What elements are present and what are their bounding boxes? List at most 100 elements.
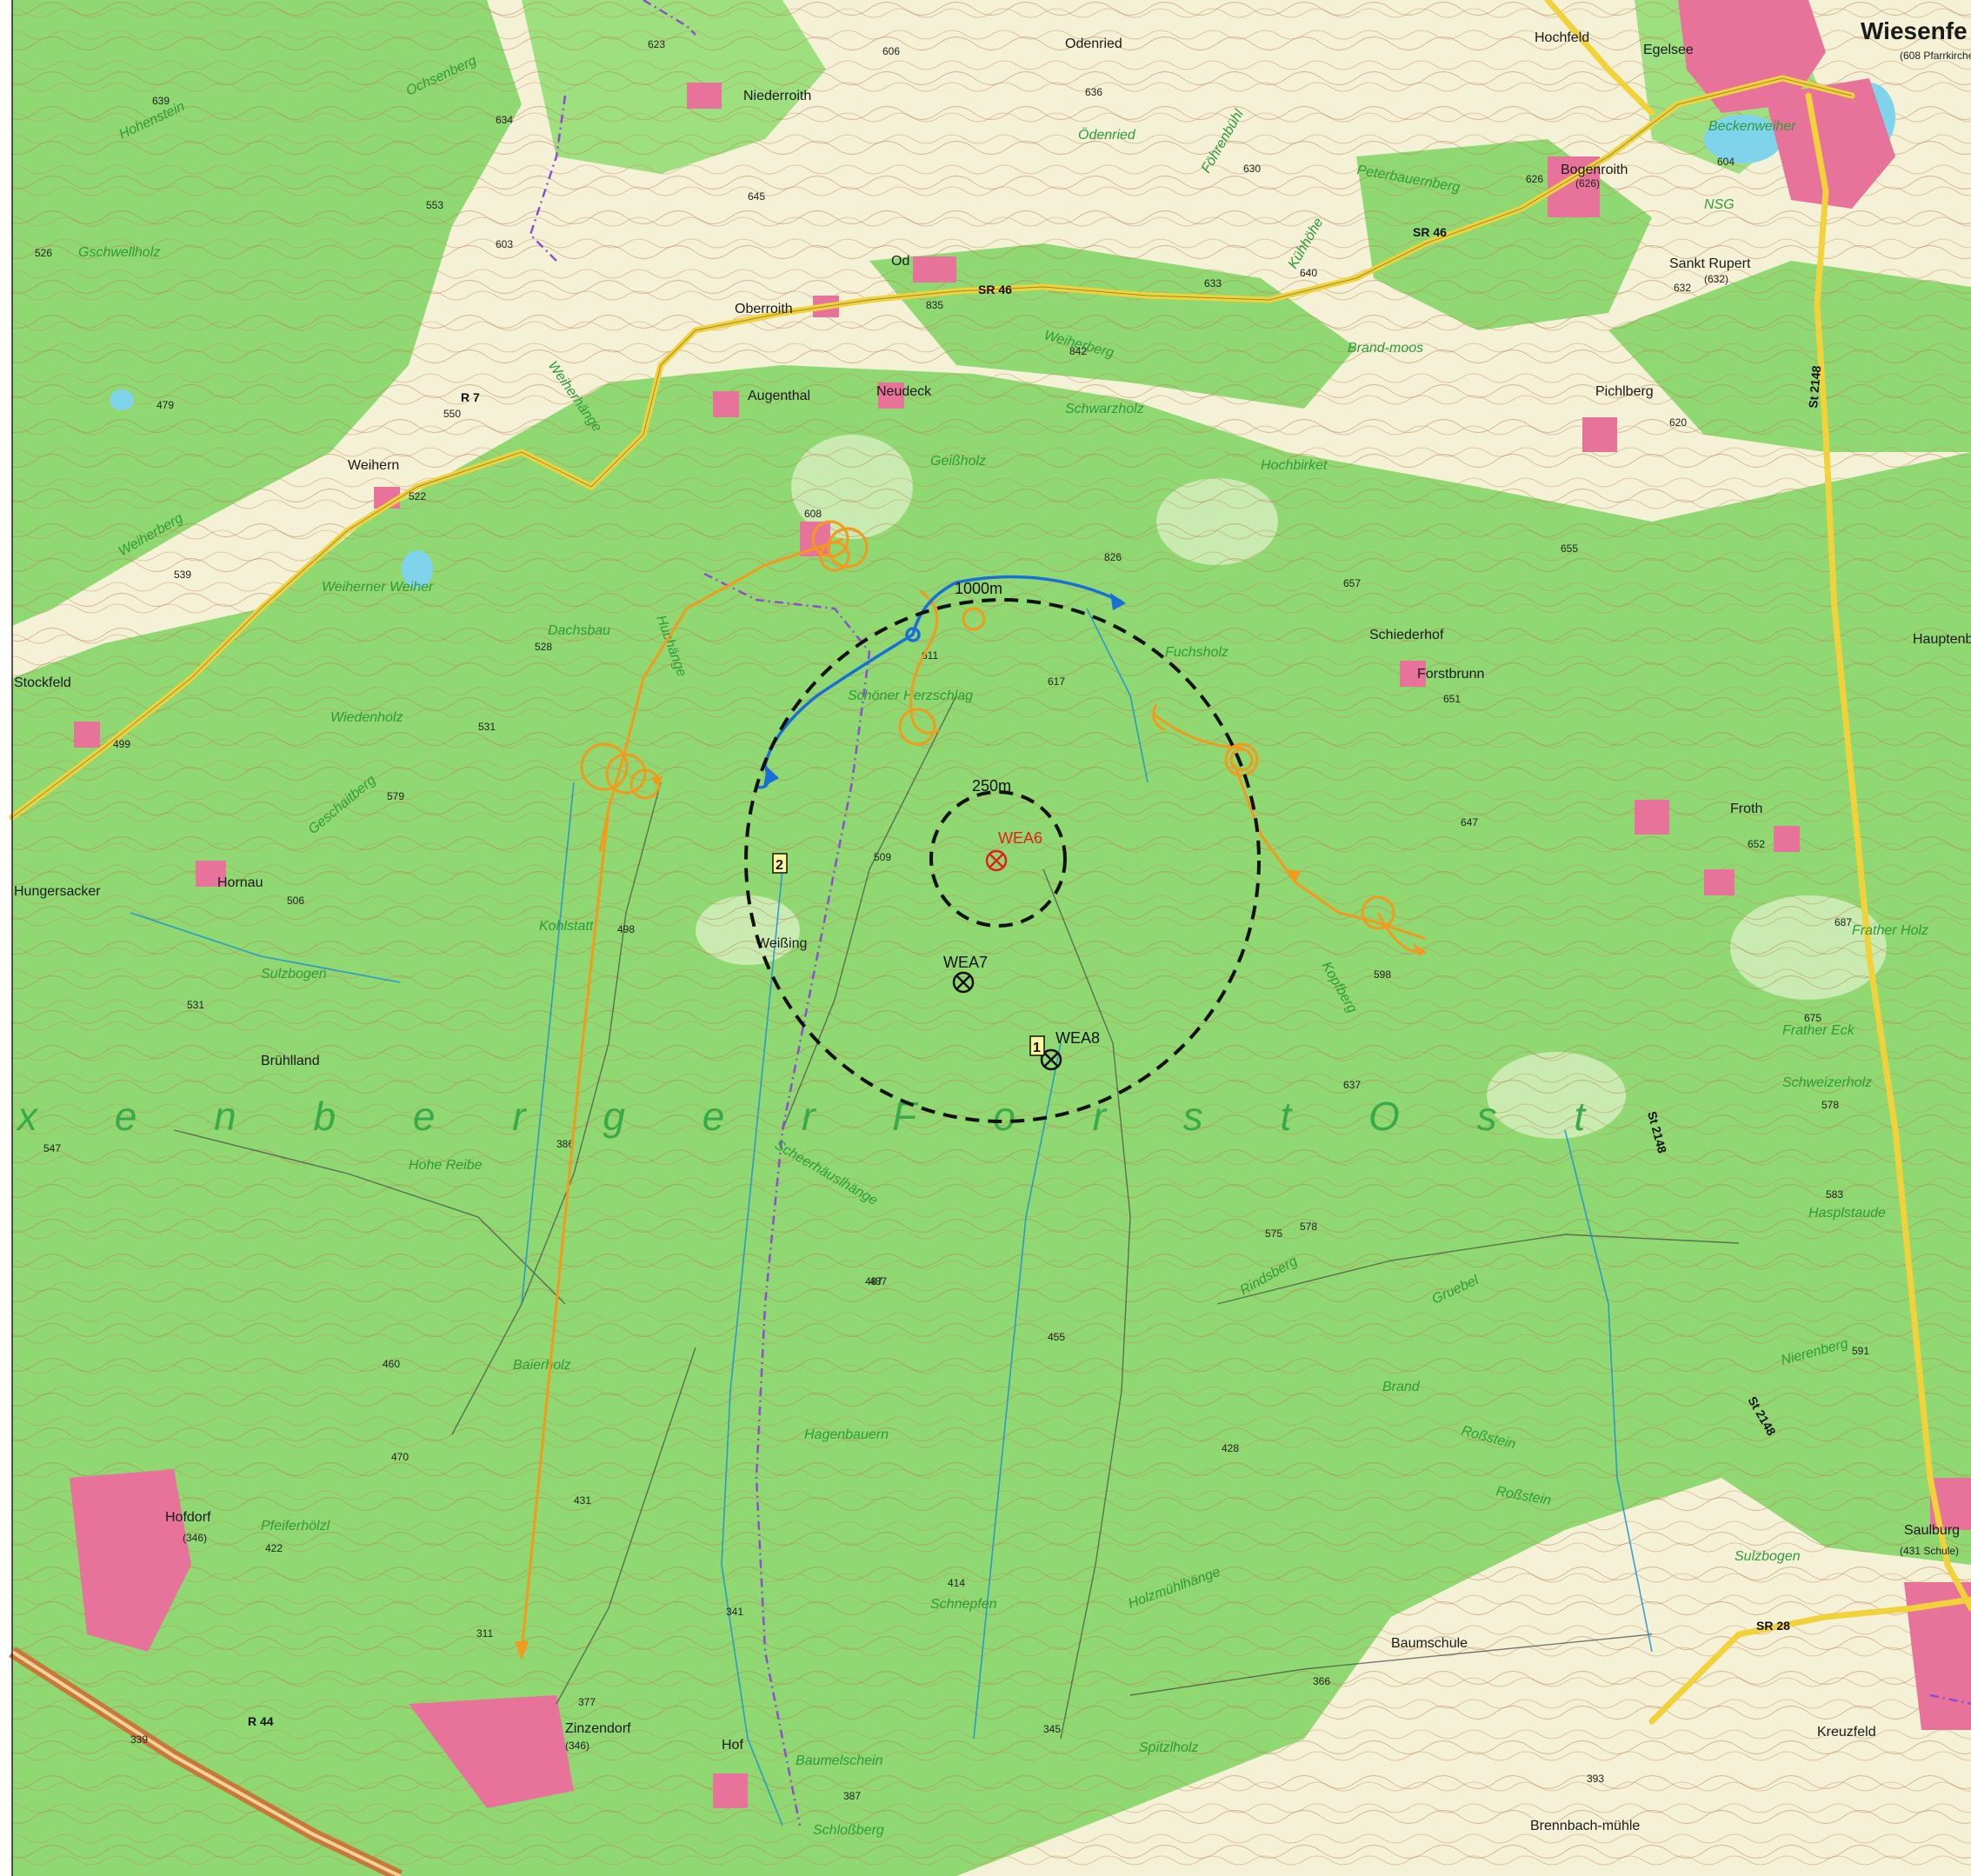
svg-text:655: 655 — [1561, 542, 1578, 555]
svg-text:Hasplstaude: Hasplstaude — [1808, 1206, 1886, 1221]
svg-text:842: 842 — [1069, 345, 1087, 357]
svg-text:633: 633 — [1204, 277, 1222, 289]
place-label: Augenthal — [748, 389, 810, 403]
svg-text:652: 652 — [1748, 838, 1765, 850]
svg-text:366: 366 — [1313, 1675, 1330, 1687]
place-label: Hochfeld — [1535, 30, 1589, 45]
boundary-line — [529, 0, 1971, 1826]
svg-text:Spitzlholz: Spitzlholz — [1139, 1740, 1198, 1755]
place-label: Od — [891, 254, 909, 269]
svg-text:387: 387 — [843, 1790, 861, 1802]
svg-text:647: 647 — [1461, 816, 1478, 828]
place-label: Bogenroith — [1561, 163, 1628, 177]
svg-text:583: 583 — [1826, 1188, 1843, 1201]
svg-text:608: 608 — [804, 508, 822, 520]
place-label: Hauptenberg — [1913, 632, 1971, 647]
place-label: Sankt Rupert — [1669, 256, 1751, 271]
radius-circles — [744, 598, 1261, 1123]
place-label: Hofdorf — [165, 1510, 211, 1525]
svg-text:Sulzbogen: Sulzbogen — [1735, 1549, 1801, 1564]
svg-text:Pfeiferhölzl: Pfeiferhölzl — [261, 1519, 330, 1533]
place-label: Pichlberg — [1595, 384, 1654, 399]
turbine-wea6: WEA6 — [985, 829, 1042, 872]
svg-text:Dachsbau: Dachsbau — [548, 623, 610, 638]
sub-place-labels: (626) (346) (431 Schule) (346) (608 Pfar… — [183, 50, 1971, 1752]
svg-text:1: 1 — [1033, 1041, 1041, 1055]
place-label: Forstbrunn — [1417, 667, 1484, 682]
svg-text:Geißholz: Geißholz — [930, 454, 986, 469]
streams — [130, 608, 1653, 1826]
place-label: Neudeck — [876, 384, 932, 399]
svg-text:487: 487 — [869, 1275, 887, 1287]
place-label: Kreuzfeld — [1817, 1725, 1876, 1740]
svg-text:Wiedenholz: Wiedenholz — [330, 710, 403, 725]
svg-text:617: 617 — [1048, 675, 1065, 688]
place-label: Oberroith — [735, 302, 793, 316]
turbine-label: WEA8 — [1055, 1029, 1100, 1047]
svg-text:345: 345 — [1043, 1723, 1061, 1735]
svg-text:431: 431 — [574, 1494, 591, 1507]
place-label: Wiesenfe — [1861, 17, 1968, 44]
svg-text:578: 578 — [1821, 1099, 1839, 1111]
svg-text:339: 339 — [130, 1733, 148, 1746]
svg-text:311: 311 — [476, 1627, 493, 1640]
svg-text:(608 Pfarrkirche): (608 Pfarrkirche) — [1900, 50, 1971, 62]
svg-text:341: 341 — [726, 1606, 743, 1618]
svg-text:506: 506 — [287, 895, 304, 907]
svg-text:393: 393 — [1587, 1773, 1604, 1785]
svg-text:826: 826 — [1104, 551, 1122, 563]
svg-text:422: 422 — [265, 1542, 283, 1554]
svg-text:(431 Schule): (431 Schule) — [1900, 1545, 1959, 1557]
svg-text:835: 835 — [926, 299, 943, 311]
svg-text:Hochbirket: Hochbirket — [1261, 458, 1328, 473]
marker-2: 2 — [772, 853, 788, 874]
place-label: Hornau — [217, 875, 263, 890]
svg-text:SR 46: SR 46 — [1413, 225, 1447, 239]
place-label: Froth — [1730, 802, 1762, 816]
svg-text:651: 651 — [1443, 693, 1461, 705]
forest-banner: x e n b e r g e r F o r s t O s t — [16, 1094, 1618, 1139]
svg-text:Weiherner Weiher: Weiherner Weiher — [322, 580, 434, 595]
svg-text:637: 637 — [1343, 1079, 1361, 1091]
svg-text:Beckenweiher: Beckenweiher — [1708, 119, 1796, 134]
svg-text:470: 470 — [391, 1451, 409, 1463]
turbine-wea7: WEA7 — [943, 954, 988, 994]
place-label: Brennbach-mühle — [1530, 1819, 1640, 1833]
svg-text:623: 623 — [648, 38, 665, 50]
svg-text:579: 579 — [387, 790, 404, 802]
svg-text:Schwarzholz: Schwarzholz — [1065, 402, 1144, 416]
svg-text:630: 630 — [1243, 163, 1261, 175]
place-label: Zinzendorf — [565, 1721, 631, 1736]
svg-text:Fuchsholz: Fuchsholz — [1165, 645, 1229, 660]
marker-1: 1 — [1029, 1035, 1045, 1056]
svg-text:539: 539 — [174, 569, 191, 581]
svg-text:499: 499 — [113, 738, 130, 750]
place-label: Egelsee — [1643, 43, 1694, 57]
svg-text:606: 606 — [882, 45, 900, 57]
svg-text:(632): (632) — [1704, 273, 1728, 285]
svg-text:St 2148: St 2148 — [1806, 365, 1823, 409]
svg-text:R 7: R 7 — [461, 390, 480, 404]
svg-text:578: 578 — [1300, 1221, 1317, 1233]
svg-text:522: 522 — [409, 490, 426, 502]
svg-text:414: 414 — [948, 1577, 965, 1589]
turbine-label: WEA7 — [943, 954, 988, 971]
svg-text:455: 455 — [1048, 1331, 1065, 1343]
svg-text:(626): (626) — [1575, 177, 1600, 190]
svg-text:675: 675 — [1804, 1012, 1821, 1024]
svg-text:Frather Holz: Frather Holz — [1852, 923, 1928, 938]
turbine-label: WEA6 — [998, 829, 1042, 847]
svg-text:SR 28: SR 28 — [1756, 1619, 1790, 1633]
svg-text:657: 657 — [1343, 577, 1361, 589]
svg-text:Baumelschein: Baumelschein — [796, 1753, 883, 1768]
svg-text:R 44: R 44 — [248, 1714, 274, 1728]
svg-text:603: 603 — [496, 238, 513, 250]
svg-text:Frather Eck: Frather Eck — [1782, 1023, 1855, 1038]
svg-text:Schweizerholz: Schweizerholz — [1782, 1075, 1872, 1090]
svg-text:639: 639 — [152, 95, 170, 107]
place-label: Odenried — [1065, 37, 1122, 51]
svg-text:687: 687 — [1834, 916, 1852, 928]
svg-text:509: 509 — [874, 851, 891, 863]
svg-text:626: 626 — [1526, 173, 1543, 185]
